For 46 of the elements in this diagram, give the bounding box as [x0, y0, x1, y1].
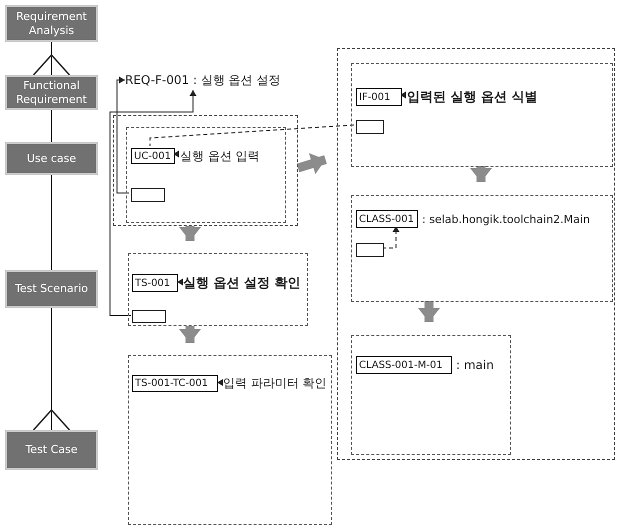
document-card: [351, 63, 613, 167]
reference-box: [132, 310, 166, 323]
block-arrow: [296, 153, 327, 174]
group-frame: [337, 48, 615, 460]
heading-text: 입력 파라미터 확인: [223, 375, 331, 392]
document-card: [351, 335, 511, 455]
block-arrow: [470, 166, 492, 182]
dashed-trace-line: [382, 226, 400, 248]
dashed-trace-line: [150, 124, 354, 146]
arrow: [116, 76, 130, 194]
connector-line: [51, 174, 52, 270]
reference-box: [356, 243, 384, 257]
reference-box: [131, 188, 165, 202]
arrow: [172, 150, 179, 158]
stage-box: Functional Requirement: [5, 75, 98, 110]
stage-box: Requirement Analysis: [5, 5, 98, 42]
heading-text: : selab.hongik.toolchain2.Main: [422, 210, 610, 228]
heading-text: REQ-F-001 : 실행 옵션 설정: [125, 70, 310, 90]
block-arrow: [418, 301, 440, 322]
heading-text: 입력된 실행 옵션 식별: [407, 88, 607, 106]
document-card: [351, 195, 613, 302]
stage-box: Test Case: [5, 430, 98, 470]
arrow: [110, 90, 196, 316]
id-tag: TS-001: [132, 274, 178, 292]
heading-text: 실행 옵션 설정 확인: [183, 274, 305, 292]
document-card: [128, 355, 332, 525]
crows-foot-connector: [32, 308, 70, 431]
arrow: [176, 278, 183, 286]
arrow: [400, 92, 406, 98]
id-tag: IF-001: [356, 88, 402, 106]
id-tag: CLASS-001: [356, 210, 418, 228]
document-card: [126, 127, 286, 223]
block-arrow: [179, 226, 201, 241]
connector-line: [51, 110, 52, 142]
block-arrow: [179, 326, 201, 343]
id-tag: TS-001-TC-001: [132, 375, 218, 392]
id-tag: UC-001: [131, 148, 175, 164]
arrow: [216, 379, 223, 386]
heading-text: : main: [456, 356, 506, 374]
id-tag: CLASS-001-M-01: [356, 356, 452, 374]
group-frame: [113, 115, 298, 226]
document-card: [128, 253, 308, 326]
stage-box: Use case: [5, 142, 98, 175]
stage-box: Test Scenario: [5, 270, 98, 308]
heading-text: 실행 옵션 입력: [180, 148, 280, 164]
reference-box: [356, 120, 384, 134]
